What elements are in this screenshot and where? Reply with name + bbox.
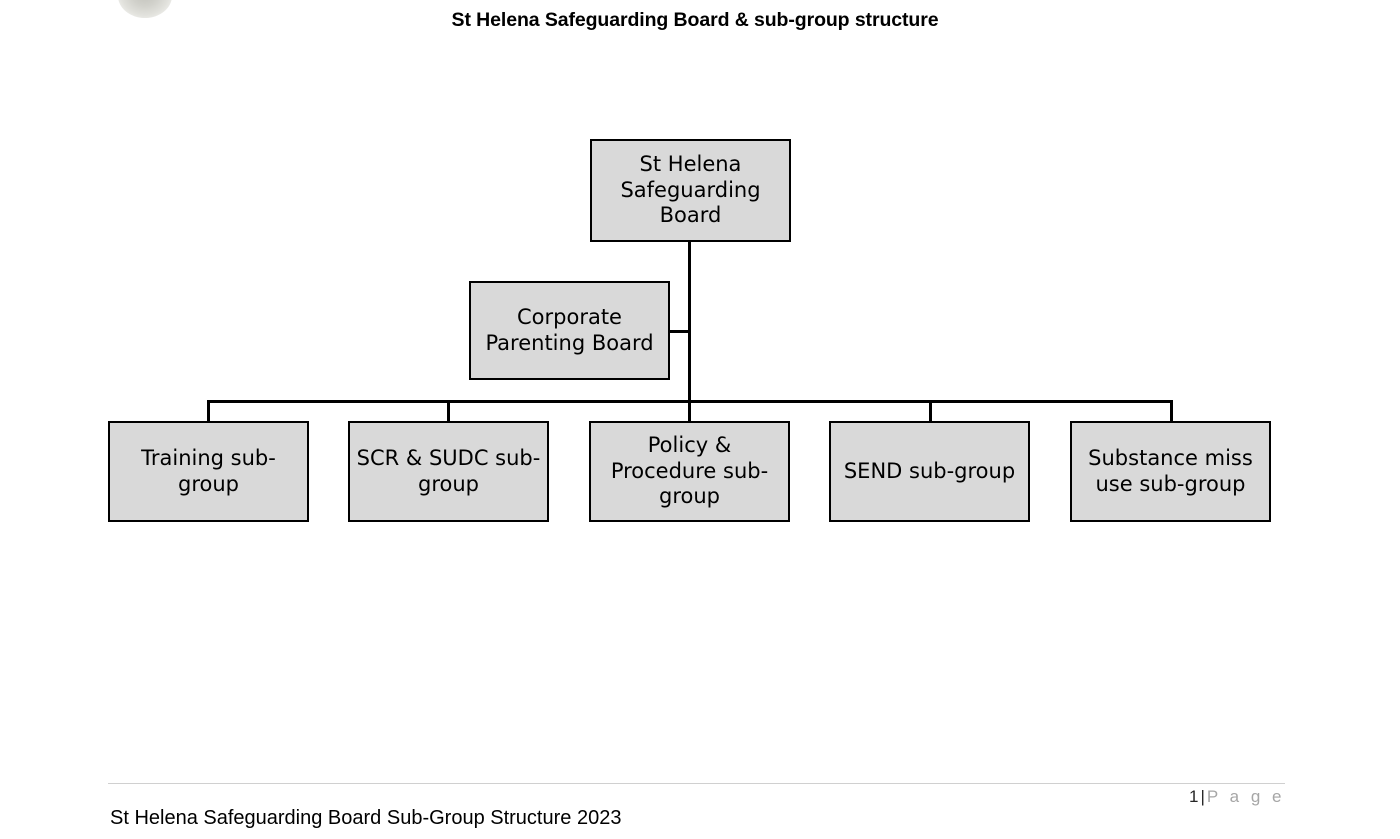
node-send-sub-group[interactable]: SEND sub-group <box>829 421 1030 522</box>
page-number-value: 1 <box>1189 787 1199 806</box>
node-label-substance-misuse-sub-group: Substance miss use sub-group <box>1088 445 1253 496</box>
node-label-corporate-parenting-board: Corporate Parenting Board <box>485 304 654 355</box>
page-number-separator: | <box>1200 787 1205 806</box>
node-corporate-parenting-board[interactable]: Corporate Parenting Board <box>469 281 670 380</box>
node-scr-sudc-sub-group[interactable]: SCR & SUDC sub-group <box>348 421 549 522</box>
connector-drop-substance-misuse <box>1170 400 1173 422</box>
page-number-word: P a g e <box>1206 787 1285 806</box>
node-label-training-sub-group: Training sub-group <box>141 445 276 496</box>
node-safeguarding-board[interactable]: St Helena Safeguarding Board <box>590 139 791 242</box>
connector-drop-send <box>929 400 932 422</box>
connector-drop-policy-procedure <box>688 400 691 422</box>
footer-divider <box>108 783 1285 784</box>
connector-drop-scr-sudc <box>447 400 450 422</box>
org-chart: St Helena Safeguarding Board Corporate P… <box>108 139 1271 522</box>
footer-caption: St Helena Safeguarding Board Sub-Group S… <box>110 807 622 829</box>
node-label-policy-procedure-sub-group: Policy & Procedure sub-group <box>610 433 769 509</box>
connector-drop-training <box>207 400 210 422</box>
node-label-safeguarding-board: St Helena Safeguarding Board <box>620 152 761 228</box>
connector-board-trunk <box>688 241 691 403</box>
node-substance-misuse-sub-group[interactable]: Substance miss use sub-group <box>1070 421 1271 522</box>
node-policy-procedure-sub-group[interactable]: Policy & Procedure sub-group <box>589 421 790 522</box>
organization-seal-icon <box>118 0 172 18</box>
node-training-sub-group[interactable]: Training sub-group <box>108 421 309 522</box>
connector-board-to-corporate-parenting <box>668 330 691 333</box>
node-label-scr-sudc-sub-group: SCR & SUDC sub-group <box>356 445 541 496</box>
page-title: St Helena Safeguarding Board & sub-group… <box>451 9 939 31</box>
node-label-send-sub-group: SEND sub-group <box>843 458 1016 483</box>
page-number: 1|P a g e <box>1189 787 1285 807</box>
